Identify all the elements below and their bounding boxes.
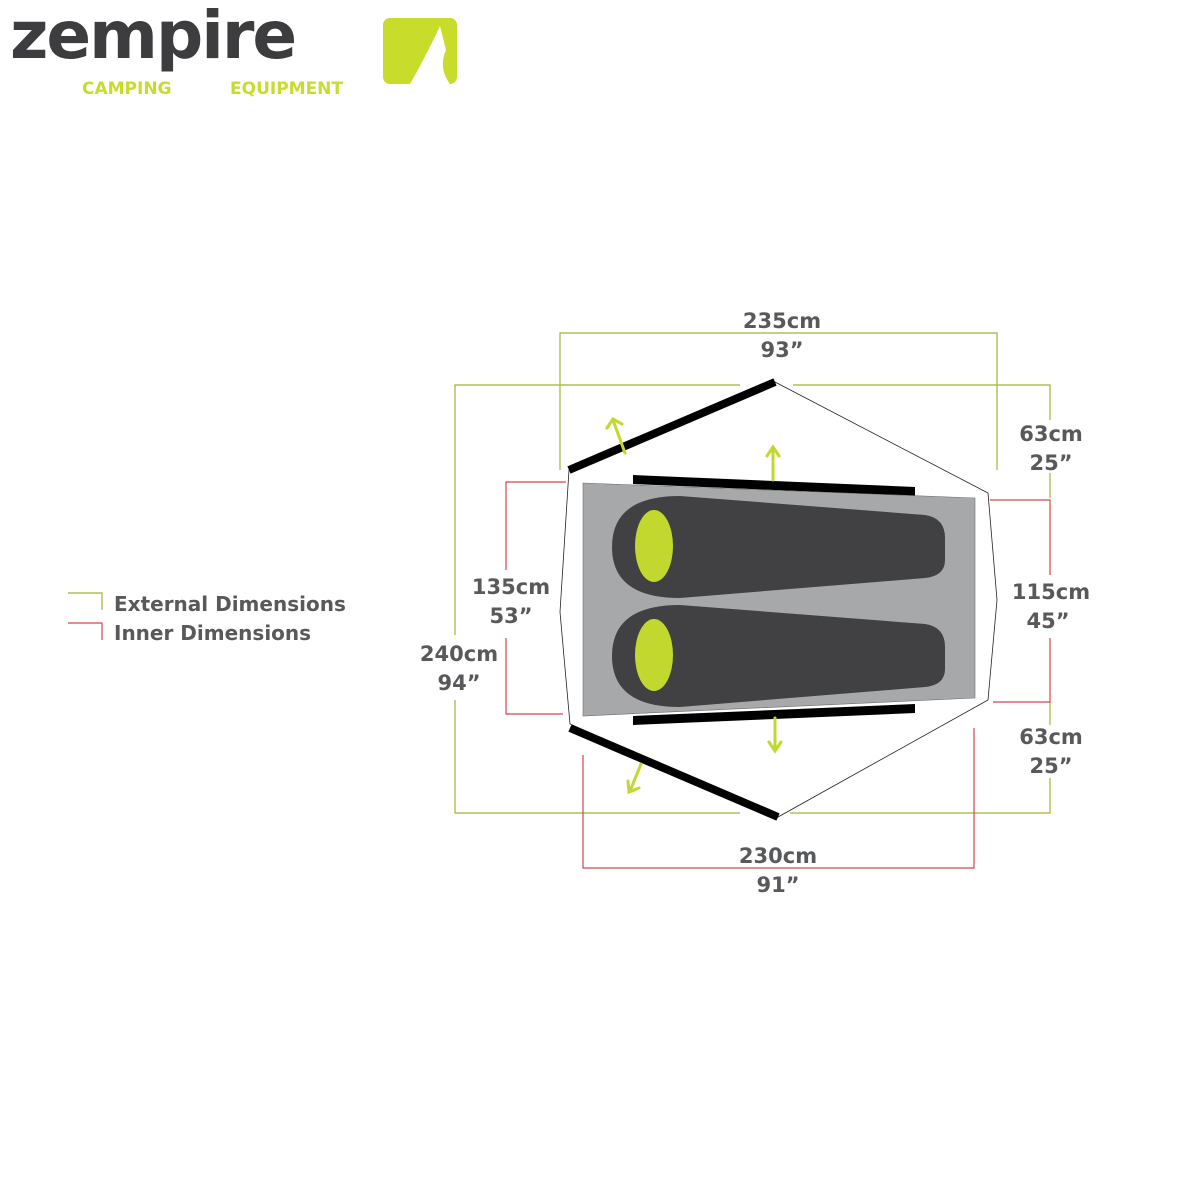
legend-external-label: External Dimensions xyxy=(114,592,346,616)
vent-arrow-icon xyxy=(765,444,781,482)
side-bar-top xyxy=(633,475,915,496)
right-top-vestibule-cm: 63cm xyxy=(1019,422,1083,446)
logo-tagline-left: CAMPING xyxy=(82,79,172,99)
zempire-logo: zempire CAMPING EQUIPMENT xyxy=(10,0,457,99)
right-bottom-vestibule-in: 25” xyxy=(1029,754,1072,778)
door-arrow-icon xyxy=(626,762,643,795)
door-pole-top xyxy=(567,378,777,474)
external-dimension-lines xyxy=(454,332,1051,814)
legend-inner-swatch xyxy=(68,622,103,640)
door-arrow-icon xyxy=(605,417,627,455)
logo-tagline-right: EQUIPMENT xyxy=(230,79,343,99)
left-outer-length-in: 94” xyxy=(437,671,480,695)
side-bar-bottom xyxy=(633,704,915,725)
right-top-vestibule-in: 25” xyxy=(1029,451,1072,475)
top-width-in: 93” xyxy=(760,338,803,362)
logo-brand: zempire xyxy=(10,0,295,74)
right-inner-width-cm: 115cm xyxy=(1012,580,1090,604)
tent xyxy=(559,378,998,821)
pillow xyxy=(635,619,673,691)
inner-dimension-lines xyxy=(505,481,1051,869)
sleeping-bag xyxy=(612,605,945,707)
dimension-labels: 235cm 93” 63cm 25” 115cm 45” 63cm 25” 13… xyxy=(420,309,1090,897)
left-inner-width-in: 53” xyxy=(489,604,532,628)
bottom-inner-length-cm: 230cm xyxy=(739,844,817,868)
left-outer-length-cm: 240cm xyxy=(420,642,498,666)
legend: External Dimensions Inner Dimensions xyxy=(68,592,346,645)
bottom-inner-length-in: 91” xyxy=(756,873,799,897)
left-inner-width-cm: 135cm xyxy=(472,575,550,599)
right-bottom-vestibule-cm: 63cm xyxy=(1019,725,1083,749)
vent-arrow-icon xyxy=(767,716,783,754)
sleeping-bag xyxy=(612,496,945,598)
legend-inner-label: Inner Dimensions xyxy=(114,621,311,645)
top-width-cm: 235cm xyxy=(743,309,821,333)
right-inner-width-in: 45” xyxy=(1026,609,1069,633)
door-pole-bottom xyxy=(568,724,780,821)
tent-icon xyxy=(410,26,450,84)
pillow xyxy=(635,510,673,582)
legend-external-swatch xyxy=(68,592,103,610)
